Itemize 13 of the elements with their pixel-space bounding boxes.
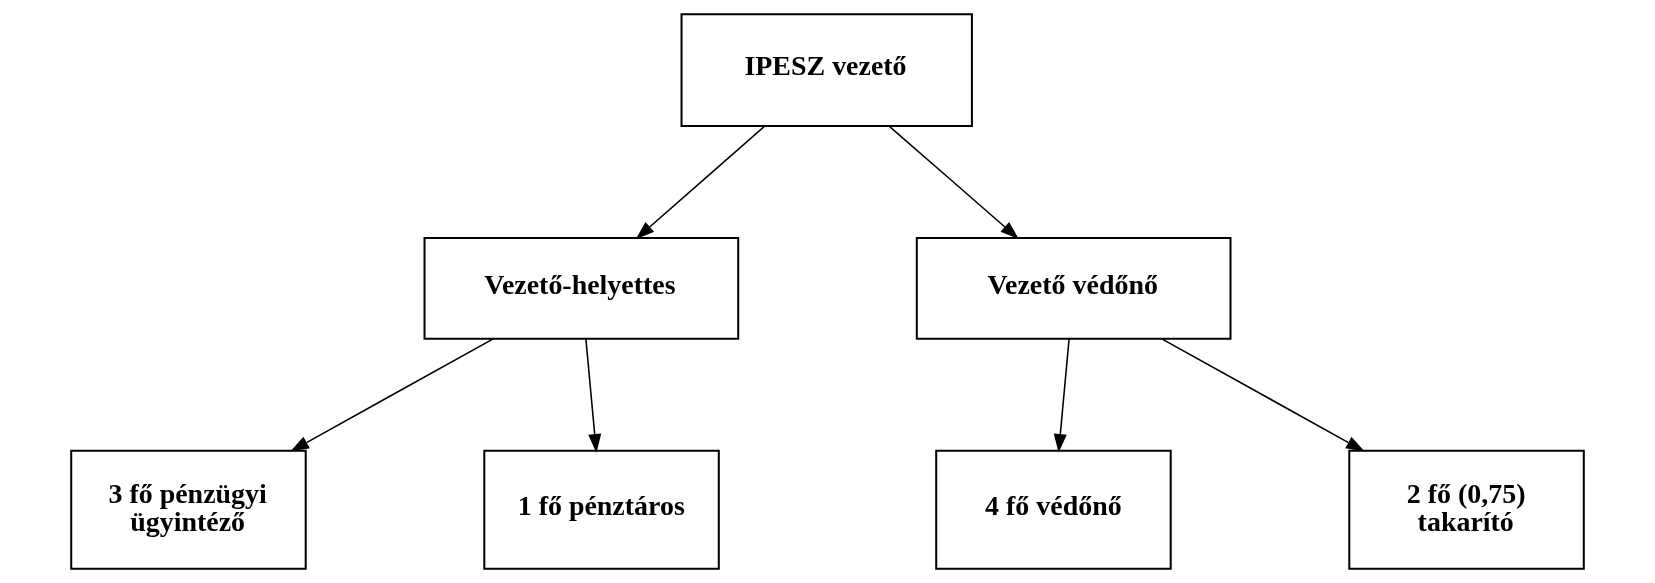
arrow <box>1053 338 1070 453</box>
arrow <box>888 125 1019 240</box>
node-box: IPESZ vezető <box>680 13 973 128</box>
node-box: Vezető védőnő <box>915 236 1232 340</box>
node-box: 1 fő pénztáros <box>483 449 720 570</box>
node-box: 2 fő (0,75) takarító <box>1348 449 1585 570</box>
arrow <box>290 338 494 452</box>
arrow <box>1161 338 1365 452</box>
node-box: 3 fő pénzügyi ügyintéző <box>70 449 307 570</box>
arrow <box>585 338 602 453</box>
arrow <box>635 125 765 240</box>
node-box: 4 fő védőnő <box>935 449 1172 570</box>
node-box: Vezető-helyettes <box>423 236 740 340</box>
